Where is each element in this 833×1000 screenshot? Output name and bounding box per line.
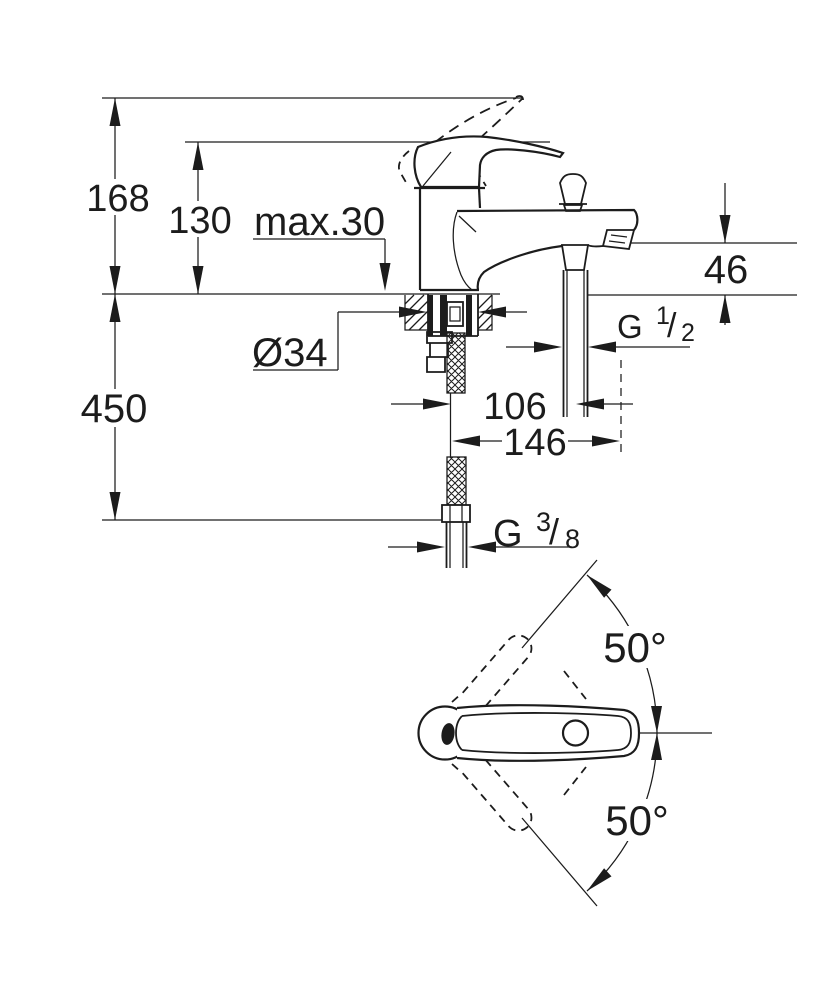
dimension-shower-thread: G 1 / 2 (506, 302, 695, 353)
g38-letter: G (493, 513, 523, 555)
label-bg-50-upper (600, 626, 672, 668)
swing-leg-upper (521, 559, 598, 649)
lever-grip-inner (461, 712, 632, 754)
dimension-supply-thread: G 3 / 8 (388, 507, 580, 555)
dimension-hose-length: 450 (80, 294, 150, 520)
dimension-outlet-reach: 146 (452, 360, 622, 464)
hose-outer-walls (562, 270, 589, 417)
lever-facet-line (422, 151, 452, 187)
label-bg-450 (80, 389, 150, 427)
lever-dashed-lower (462, 755, 533, 832)
dimension-upper-height: 130 (167, 142, 232, 294)
hose-tail-inner (449, 522, 464, 568)
lever-dashed-lower-extra (451, 763, 587, 796)
dim-label-max-thickness: max.30 (254, 200, 385, 244)
raised-lever-tip (515, 95, 524, 101)
top-view: 50° 50° (417, 559, 712, 907)
supply-hose (441, 332, 471, 568)
lever-swung-dashed (451, 634, 587, 832)
hose-nut-facets (449, 505, 463, 522)
shank-band-3 (466, 295, 472, 336)
body-right-edge (477, 187, 482, 209)
raised-lever-top-edge (420, 97, 517, 155)
reference-lines (102, 97, 797, 521)
hose-nut (441, 504, 471, 523)
g38-denominator: 8 (565, 524, 580, 554)
deck-outline (404, 295, 493, 331)
hose-tail-outer (445, 522, 468, 568)
g38-slash: / (549, 511, 559, 552)
dimension-hole-diameter: Ø34 (252, 306, 527, 375)
spout-outlet-detail (608, 234, 628, 244)
dimensions: 168 130 max.30 Ø34 (80, 98, 748, 555)
shank-band-1 (428, 295, 433, 336)
angle-label-lower: 50° (605, 797, 669, 844)
dim-label-upper-height: 130 (168, 200, 231, 242)
spout-top-edge (456, 208, 639, 231)
diverter-knob (559, 173, 587, 212)
dim-label-hose-offset: 106 (483, 386, 546, 428)
label-bg-130 (167, 201, 231, 237)
label-bg-168 (86, 179, 148, 215)
shank-nut-inner (449, 306, 461, 322)
diverter-knob-base (562, 204, 584, 212)
dim-label-outlet-height: 46 (704, 248, 749, 292)
lever-dashed-upper (462, 634, 533, 711)
angle-label-upper: 50° (603, 624, 667, 671)
g12-denominator: 2 (681, 319, 695, 347)
threaded-shank (426, 294, 479, 373)
diverter-knob-body (559, 173, 587, 205)
swing-leg-lower (521, 817, 598, 907)
outlet-to-hose-edge (587, 244, 604, 248)
spout-outlet (601, 229, 636, 250)
dimension-max-mounting-thickness: max.30 (253, 200, 391, 291)
spout-left-curve (452, 211, 473, 291)
dim-label-hose-length: 450 (81, 387, 148, 431)
g12-letter: G (617, 308, 643, 345)
raised-lever-rear-dashes (397, 150, 410, 185)
dimension-overall-height: 168 (86, 98, 150, 294)
lever-dashed-upper-extra (451, 670, 587, 703)
max30-leader (253, 238, 386, 265)
lever-grip-neck (455, 715, 463, 751)
pivot-dot (441, 723, 455, 745)
diverter-top-view (561, 719, 590, 747)
raised-lever-bottom-edge (437, 98, 523, 175)
g12-numerator: 1 (656, 302, 670, 330)
dimension-outlet-height: 46 (704, 183, 749, 325)
dim-label-overall-height: 168 (86, 178, 149, 220)
label-bg-50-lower (602, 799, 674, 841)
braided-hose-upper (446, 332, 466, 394)
braided-hose-lower (446, 456, 467, 506)
lever-grip-outer (456, 704, 641, 762)
g12-slash: / (667, 307, 677, 345)
lever-top-view (417, 704, 641, 762)
dimension-hose-offset: 106 (391, 386, 633, 428)
spout-underside (476, 244, 563, 291)
spout-inner-line (458, 215, 477, 233)
shower-hose (560, 244, 590, 417)
g38-numerator: 3 (536, 507, 551, 537)
dia34-leader (253, 311, 401, 371)
hose-inner-walls (566, 270, 585, 417)
shank-band-2 (440, 295, 447, 336)
dim-label-hole-diameter: Ø34 (252, 331, 328, 375)
lever-handle (413, 135, 565, 189)
dim-label-outlet-reach: 146 (503, 422, 566, 464)
side-view (397, 95, 639, 568)
hose-connector (560, 244, 590, 271)
